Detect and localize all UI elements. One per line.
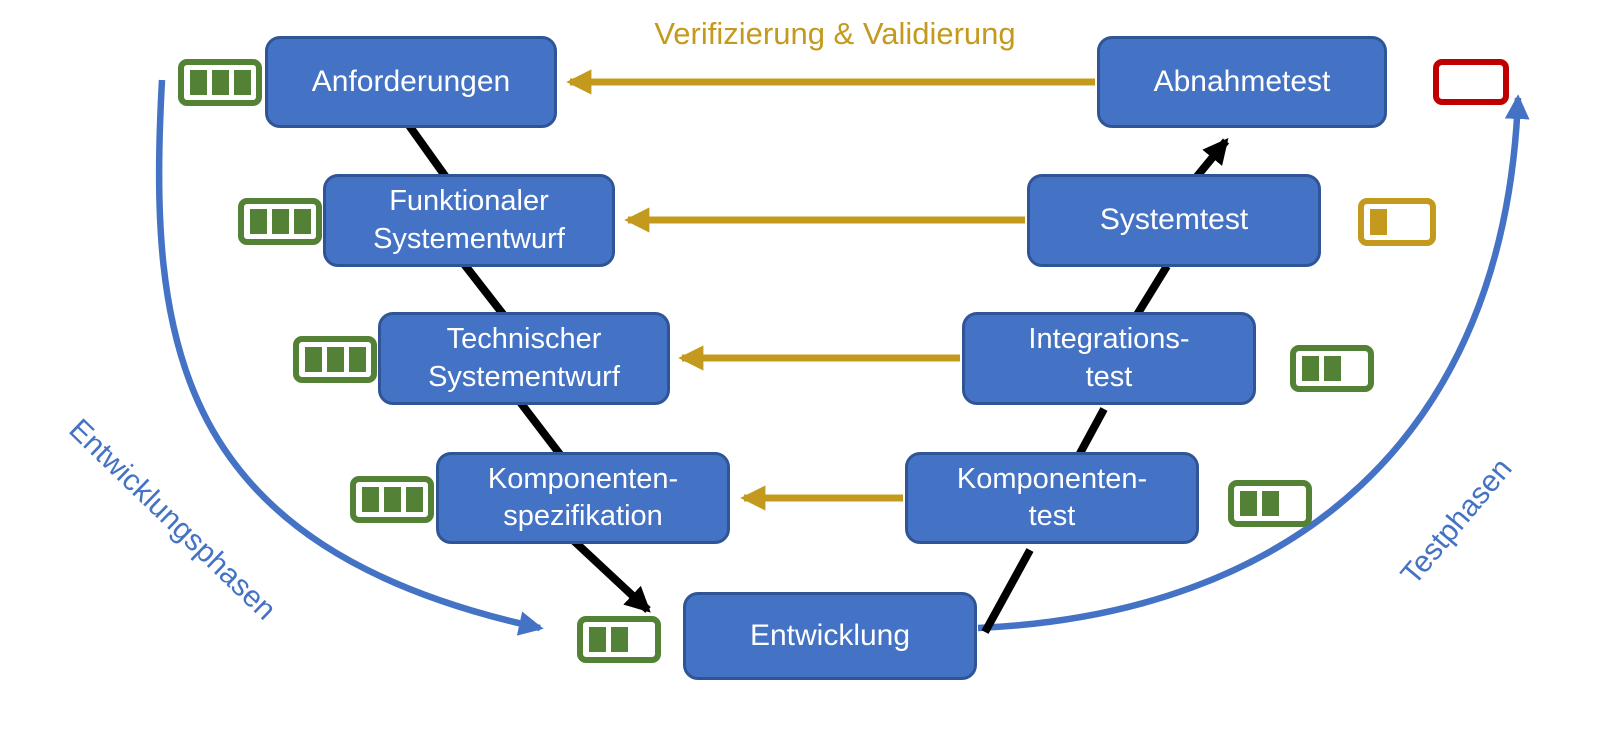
progress-segment (305, 347, 322, 372)
node-technischer-systementwurf: Technischer Systementwurf (378, 312, 670, 405)
node-integrations-test: Integrations- test (962, 312, 1256, 405)
progress-indicator-icon (350, 476, 434, 523)
connector-entwicklung-komponententest (981, 548, 1034, 634)
node-komponenten-test: Komponenten- test (905, 452, 1199, 544)
node-label: Abnahmetest (1153, 64, 1331, 98)
progress-segment (611, 627, 628, 652)
progress-indicator-icon (238, 198, 322, 245)
node-label: test (1085, 360, 1133, 393)
node-label: Systementwurf (373, 222, 565, 255)
node-label: Systementwurf (428, 360, 620, 393)
progress-segment (1240, 491, 1257, 516)
connector-anforderungen-funktionaler (404, 121, 452, 183)
node-funktionaler-systementwurf: Funktionaler Systementwurf (323, 174, 615, 267)
node-label: spezifikation (503, 500, 663, 532)
node-label: Integrations- (1028, 323, 1190, 356)
node-label: Entwicklung (749, 618, 911, 652)
progress-segment (1302, 356, 1319, 381)
connector-spezifikation-entwicklung (571, 538, 651, 613)
left-development-curve (155, 79, 544, 636)
progress-indicator-icon (1228, 480, 1312, 527)
progress-indicator-icon (1290, 345, 1374, 392)
progress-segment (250, 209, 267, 234)
progress-segment (294, 209, 311, 234)
node-entwicklung: Entwicklung (683, 592, 977, 680)
node-label: Funktionaler (389, 185, 549, 218)
progress-segment (212, 70, 229, 95)
progress-segment (272, 209, 289, 234)
progress-segment (1370, 209, 1387, 235)
right-test-curve (977, 94, 1530, 632)
connector-systemtest-abnahmetest (1190, 138, 1230, 183)
connector-komponententest-integrationstest (1074, 407, 1108, 459)
node-systemtest: Systemtest (1027, 174, 1321, 267)
progress-segment (406, 487, 423, 512)
node-label: Anforderungen (311, 64, 511, 98)
progress-indicator-icon (178, 59, 262, 106)
progress-segment (349, 347, 366, 372)
progress-segment (327, 347, 344, 372)
connector-technischer-spezifikation (516, 399, 566, 460)
progress-indicator-icon (1433, 59, 1509, 105)
progress-segment (1324, 356, 1341, 381)
node-label: Systemtest (1099, 203, 1249, 237)
progress-segment (362, 487, 379, 512)
verification-validation-label: Verifizierung & Validierung (654, 16, 1016, 51)
progress-segment (384, 487, 401, 512)
progress-indicator-icon (1358, 198, 1436, 246)
node-komponenten-spezifikation: Komponenten- spezifikation (436, 452, 730, 544)
node-label: Komponenten- (956, 462, 1148, 495)
progress-indicator-icon (577, 616, 661, 663)
progress-segment (589, 627, 606, 652)
node-abnahmetest: Abnahmetest (1097, 36, 1387, 128)
connector-funktionaler-technischer (460, 261, 510, 321)
progress-segment (190, 70, 207, 95)
progress-segment (234, 70, 251, 95)
progress-indicator-icon (293, 336, 377, 383)
node-anforderungen: Anforderungen (265, 36, 557, 128)
progress-segment (1262, 491, 1279, 516)
node-label: Technischer (446, 323, 602, 356)
node-label: Komponenten- (487, 462, 679, 495)
connector-integrationstest-systemtest (1131, 263, 1171, 321)
node-label: test (1028, 500, 1076, 532)
